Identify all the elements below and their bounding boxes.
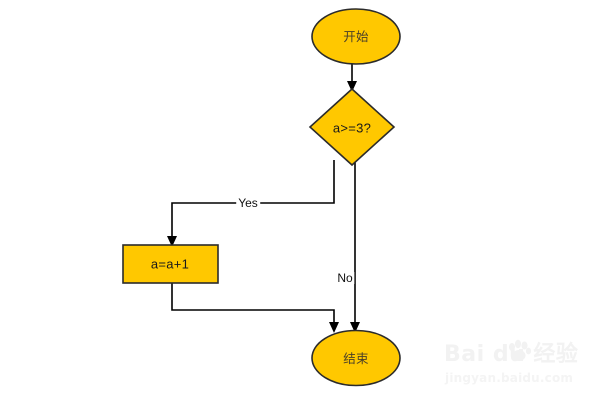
arrowhead-icon [167,236,177,247]
node-end[interactable] [311,329,401,387]
node-start[interactable] [311,8,401,65]
connector-decision-yes-to-process [167,160,335,247]
connector-process-to-end [171,283,339,333]
node-decision[interactable] [308,87,396,167]
node-process[interactable] [122,244,219,284]
arrowhead-icon [347,81,357,92]
connector-decision-no-to-end [350,160,360,333]
connector-start-to-decision [347,64,357,92]
arrowhead-icon [350,322,360,333]
arrowhead-icon [329,322,339,333]
connector-line [171,160,335,239]
connector-line [171,283,335,325]
